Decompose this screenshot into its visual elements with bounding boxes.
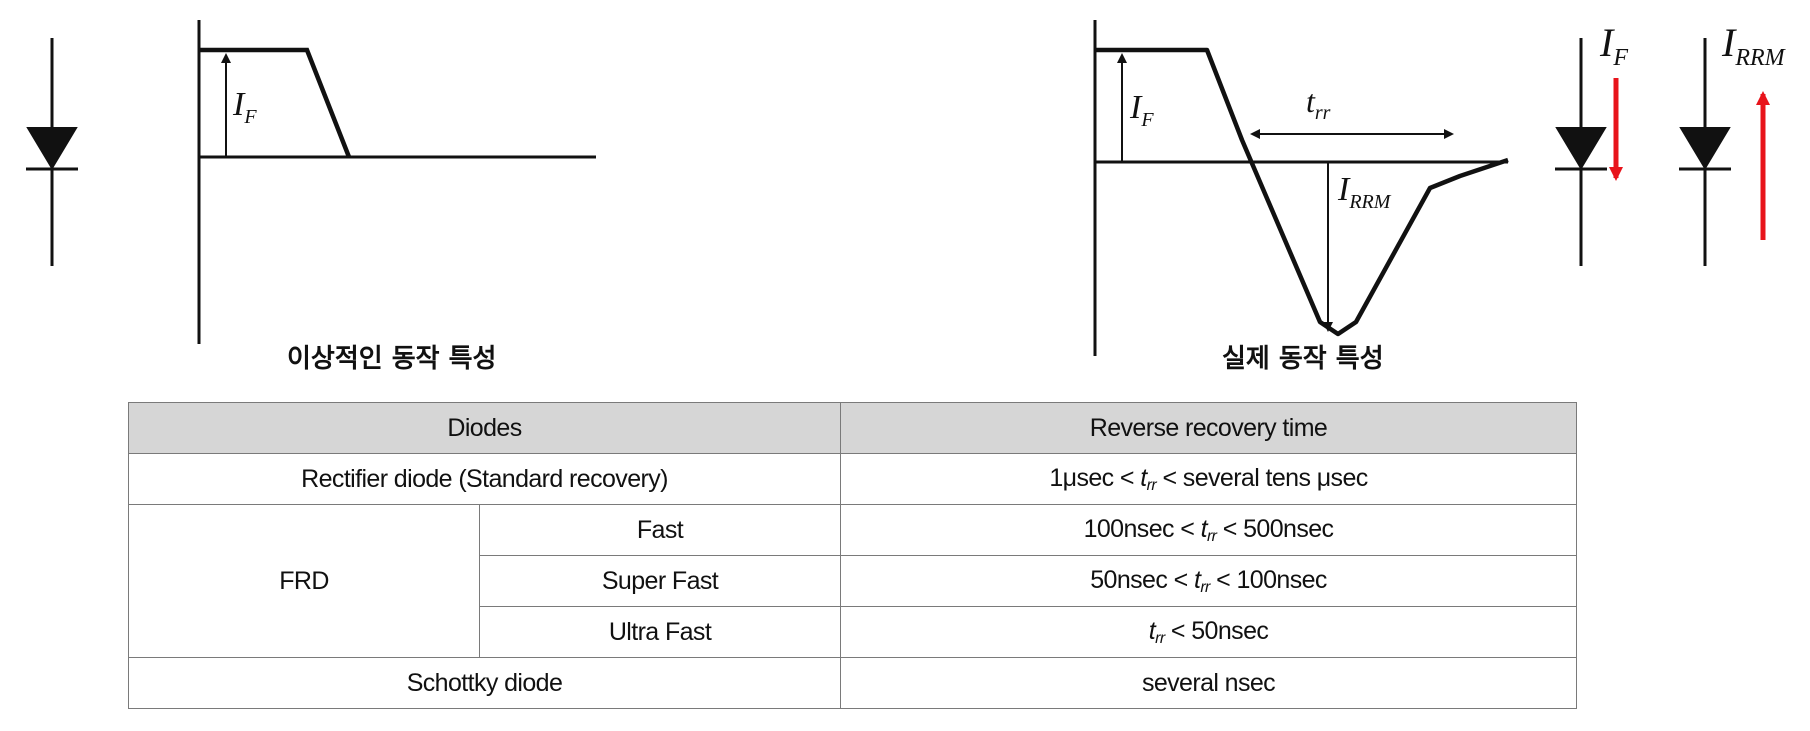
diode-symbol-reverse (1679, 38, 1731, 266)
rectifier-name: Rectifier diode (Standard recovery) (127, 453, 842, 505)
diode-symbol-forward (1555, 38, 1607, 266)
ultra-fast-time: trr < 50nsec (840, 606, 1578, 658)
fast-time: 100nsec < trr < 500nsec (840, 504, 1578, 556)
table-row: Schottky diode several nsec (127, 657, 1578, 709)
rectifier-time: 1μsec < trr < several tens μsec (840, 453, 1578, 505)
irrm-label: IRRM (1337, 171, 1392, 213)
table-header-row: Diodes Reverse recovery time (127, 402, 1578, 454)
table-row: FRD Fast 100nsec < trr < 500nsec (128, 504, 1578, 658)
ultra-fast-name: Ultra Fast (478, 606, 842, 658)
waveform-diagrams: IF IF trr IRRM IF IRRM (26, 20, 1787, 356)
trr-label: trr (1306, 83, 1331, 124)
ideal-waveform (197, 20, 596, 344)
real-if-label: IF (1129, 89, 1154, 131)
fast-name: Fast (478, 504, 842, 556)
diode-irrm-label: IRRM (1721, 20, 1787, 71)
schottky-name: Schottky diode (127, 657, 842, 709)
ideal-caption: 이상적인 동작 특성 (287, 344, 497, 374)
real-waveform (1093, 20, 1509, 356)
diode-symbol-left (26, 38, 78, 266)
schottky-time: several nsec (840, 657, 1578, 709)
super-fast-name: Super Fast (478, 555, 842, 607)
table-row: Rectifier diode (Standard recovery) 1μse… (127, 453, 1578, 505)
table-row: Super Fast 50nsec < trr < 100nsec (129, 555, 1578, 607)
table-row: Ultra Fast trr < 50nsec (129, 606, 1578, 658)
header-recovery-time: Reverse recovery time (840, 402, 1578, 454)
ideal-if-label: IF (232, 86, 257, 128)
frd-group-cell: FRD (128, 504, 480, 658)
real-caption: 실제 동작 특성 (1222, 344, 1384, 374)
diode-if-label: IF (1599, 20, 1628, 71)
header-diodes: Diodes (127, 402, 842, 454)
recovery-time-table: Diodes Reverse recovery time Rectifier d… (127, 402, 1578, 709)
ideal-current-trace (199, 47, 352, 158)
real-current-trace (1095, 47, 1509, 337)
super-fast-time: 50nsec < trr < 100nsec (840, 555, 1578, 607)
